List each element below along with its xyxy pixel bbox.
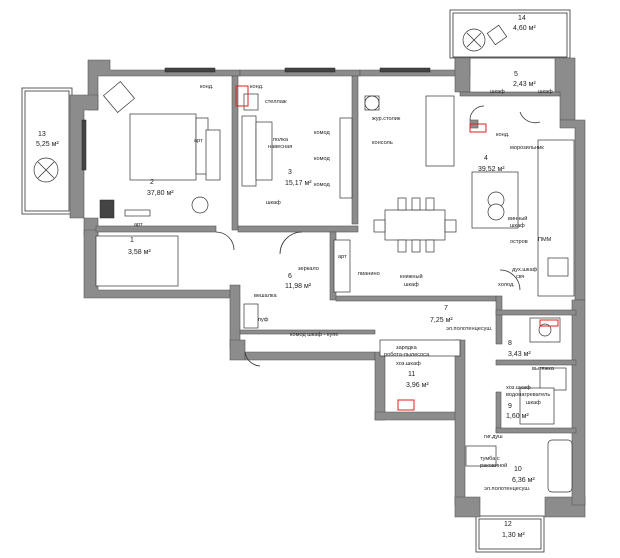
label-art-6: арт [338,254,347,260]
label-puf: пуф [258,317,269,323]
room-9-number: 9 [508,403,512,410]
label-kond-2: конд. [200,84,214,90]
label-pianino: пианино [358,271,380,277]
doors [215,105,541,367]
furniture-labels: конд. конд. стеллаж полка навесная комод… [134,84,555,492]
label-vodonagr: водонагреватель [506,392,550,398]
label-shkaf-5b: шкаф [538,89,553,95]
balcony-13 [21,87,73,215]
room-13-number: 13 [38,131,46,138]
label-tumba-2: раковиной [480,462,507,469]
label-kond-4: конд. [496,132,510,138]
room-1-area: 3,58 м² [128,249,151,256]
bathroom-fixtures [465,317,573,493]
label-zaryadka: зарядка [396,345,418,351]
label-dukh-2: свч [516,274,525,280]
interior-walls [95,75,577,434]
label-vinny-1: винный [508,215,527,222]
room-12-number: 12 [504,521,512,528]
label-zhur-stolik: жур.столик [372,116,401,122]
room-4-number: 4 [484,155,488,162]
room-14-area: 4,60 м² [513,25,536,32]
label-vytyazh: вытяжка [532,366,555,372]
room-1-number: 1 [130,237,134,244]
outer-walls [69,57,586,518]
label-el-pol-1: эл.полотенцесуш. [446,326,493,332]
label-knizh-2: шкаф [404,282,419,288]
room-13-area: 5,25 м² [36,141,59,148]
label-knizh-1: книжный [400,273,423,280]
room-3-area: 15,17 м² [285,180,312,187]
room-10-area: 6,36 м² [512,477,535,484]
label-zerkalo: зеркало [298,266,319,272]
label-robot: робота-пылесоса [384,352,430,358]
room-4-area: 39,52 м² [478,166,505,173]
label-khoz-shkaf-9: хоз.шкаф [506,385,531,391]
room11-furniture [379,339,461,411]
room-6-area: 11,98 м² [285,283,312,290]
label-art-2b: арт [134,222,143,228]
room-14-number: 14 [518,15,526,22]
label-komod-3: комод [314,182,330,188]
label-el-pol-2: эл.полотенцесуш. [484,486,531,492]
room-11-area: 3,96 м² [406,382,429,389]
balcony-14 [449,9,571,59]
label-kond-3: конд. [250,84,264,90]
label-khoz-shkaf-11: хоз.шкаф [396,361,421,367]
label-tumba-1: тумба с [480,456,500,462]
label-polka-2: навесная [268,144,292,150]
room-2-area: 37,80 м² [147,190,174,197]
room-11-number: 11 [408,371,415,378]
room-3-number: 3 [288,169,292,176]
room-10-number: 10 [514,466,522,473]
label-dukh-1: дух.шкаф [512,267,538,273]
label-veshalka: вешалка [254,293,277,299]
room-8-area: 3,43 м² [508,351,531,358]
balcony-12 [475,515,545,553]
windows [81,67,431,171]
label-komod-shkaf-kupe: комод шкаф - купе [290,332,338,338]
room-6-number: 6 [288,273,292,280]
label-ostrov: остров [510,239,528,245]
label-pmm: ПММ [538,237,552,243]
label-shkaf-9: шкаф [526,400,541,406]
label-shkaf-5a: шкаф [490,89,505,95]
hall-furniture [243,239,351,329]
label-kholod: холод. [498,282,515,288]
room-labels: 1 3,58 м² 2 37,80 м² 3 15,17 м² 4 39,52 … [36,15,536,539]
label-stellazh: стеллаж [265,99,287,105]
room-8-number: 8 [508,340,512,347]
room4-furniture [364,95,575,297]
room-9-area: 1,60 м² [506,413,529,420]
bedroom-furniture [95,81,221,287]
room-5-area: 2,43 м² [513,81,536,88]
room3-furniture [235,85,353,199]
label-shkaf-3: шкаф [266,200,281,206]
label-vinny-2: шкаф [510,223,525,229]
label-morozilnik: морозильник [510,145,544,151]
room-2-number: 2 [150,179,154,186]
label-komod-2: комод [314,156,330,162]
label-art-2a: арт [194,138,203,144]
room-5-number: 5 [514,71,518,78]
label-gig-dush: гиг.душ [484,434,503,440]
label-konsol: консоль [372,140,393,146]
room-12-area: 1,30 м² [502,532,525,539]
label-komod-1: комод [314,130,330,136]
room-7-number: 7 [444,305,448,312]
room-7-area: 7,25 м² [430,317,453,324]
label-polka-1: полка [273,137,289,143]
